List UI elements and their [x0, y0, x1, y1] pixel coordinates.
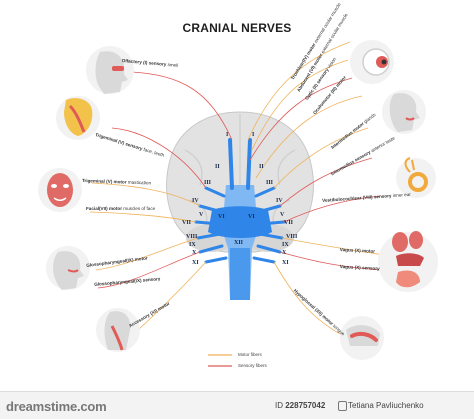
numeral-IV-left: IV — [192, 198, 199, 204]
internal-organs-icon — [378, 231, 438, 292]
diagram-title: CRANIAL NERVES — [182, 21, 292, 35]
inner-ear-icon — [396, 157, 436, 198]
numeral-I-right: I — [252, 132, 255, 138]
numeral-IX-left: IX — [189, 242, 196, 248]
author-name: Tetiana Pavliuchenko — [348, 401, 424, 410]
numeral-IX-right: IX — [282, 242, 289, 248]
numeral-XI-left: XI — [192, 260, 199, 266]
numeral-V-left: V — [199, 212, 204, 218]
facial-muscles-icon — [38, 168, 82, 212]
numeral-I-left: I — [226, 132, 229, 138]
numeral-IV-right: IV — [276, 198, 283, 204]
label-facial-motor: Facial(VII) motor muscles of face — [86, 206, 156, 211]
eye-icon — [350, 40, 394, 84]
accessory-neck-icon — [96, 308, 140, 352]
tongue-icon — [340, 316, 384, 360]
numeral-XII: XII — [234, 240, 244, 246]
trigeminal-face-icon — [56, 96, 100, 140]
numeral-III-left: III — [204, 180, 212, 186]
numeral-VII-right: VII — [284, 220, 294, 226]
olfactory-head-icon — [86, 46, 134, 94]
numeral-II-left: II — [215, 164, 220, 170]
image-id: ID 228757042 — [275, 401, 326, 410]
brain-illustration — [166, 111, 314, 300]
numeral-VI-right: VI — [248, 214, 255, 220]
numeral-VIII-right: VIII — [286, 234, 298, 240]
numeral-VII-left: VII — [182, 220, 192, 226]
watermark-footer: dreamstime.com ID 228757042 Tetiana Pavl… — [0, 391, 474, 419]
legend-motor-label: Motor fibers — [238, 352, 262, 357]
numeral-X-left: X — [192, 250, 197, 256]
numeral-X-right: X — [282, 250, 287, 256]
numeral-XI-right: XI — [282, 260, 289, 266]
glossopharyngeal-head-icon — [46, 246, 90, 290]
numeral-VIII-left: VIII — [186, 234, 198, 240]
author-icon — [338, 401, 347, 411]
watermark-logo: dreamstime.com — [6, 399, 107, 414]
legend-sensory-label: Sensory fibers — [238, 363, 267, 368]
numeral-III-right: III — [266, 180, 274, 186]
head-profile-icon — [382, 90, 426, 134]
numeral-V-right: V — [280, 212, 285, 218]
numeral-II-right: II — [259, 164, 264, 170]
numeral-VI-left: VI — [218, 214, 225, 220]
